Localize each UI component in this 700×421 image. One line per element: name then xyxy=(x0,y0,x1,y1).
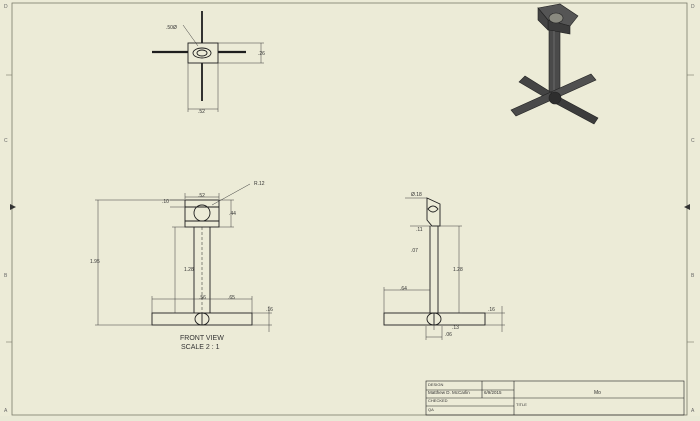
tb-designer: Matthew D. McCarlin xyxy=(428,390,470,395)
zone-left-a: A xyxy=(4,408,8,414)
side-dim-d: .06 xyxy=(445,332,452,338)
zone-right-b: B xyxy=(691,273,695,279)
zone-right-c: C xyxy=(691,138,695,144)
zone-left-d: D xyxy=(4,4,8,10)
side-dim-c: .13 xyxy=(452,325,459,331)
side-dim-b: .07 xyxy=(411,248,418,254)
title-block-text: DESIGN Matthew D. McCarlin 6/9/2015 CHEC… xyxy=(428,382,601,412)
front-dim-radius: R.12 xyxy=(254,181,265,187)
side-dim-shaft: 1.28 xyxy=(453,267,463,273)
side-view xyxy=(383,197,505,340)
zone-left-c: C xyxy=(4,138,8,144)
top-view-dim-width: .52 xyxy=(198,109,205,115)
border-ticks xyxy=(6,74,694,343)
front-dim-hub: .56 xyxy=(199,295,206,301)
tb-title-label: TITLE xyxy=(516,402,527,407)
front-dim-shaft-length: 1.28 xyxy=(184,267,194,273)
front-dim-hole-offset: .10 xyxy=(162,199,169,205)
center-mark-right xyxy=(684,204,690,210)
top-view xyxy=(152,11,264,112)
zone-right-a: A xyxy=(691,408,695,414)
top-view-dim-bore: .50Ø xyxy=(166,25,177,31)
front-dim-top-width: .52 xyxy=(198,193,205,199)
side-dim-blade: .16 xyxy=(488,307,495,313)
tb-title-value: Mo xyxy=(594,390,601,396)
center-mark-left xyxy=(10,204,16,210)
title-block xyxy=(425,380,685,416)
tb-qa-label: QA xyxy=(428,407,434,412)
front-dim-overall-height: 1.95 xyxy=(90,259,100,265)
side-dim-dia: Ø.18 xyxy=(411,192,422,198)
front-dim-arm: .65 xyxy=(228,295,235,301)
isometric-view xyxy=(510,3,599,125)
zone-left-b: B xyxy=(4,273,8,279)
side-dim-arm: .64 xyxy=(400,286,407,292)
top-view-dim-height: .26 xyxy=(258,51,265,57)
tb-date: 6/9/2015 xyxy=(484,390,502,395)
side-dim-a: .11 xyxy=(416,227,423,233)
tb-design-label: DESIGN xyxy=(428,382,443,387)
front-dim-block-height: .44 xyxy=(229,211,236,217)
zone-right-d: D xyxy=(691,4,695,10)
front-dim-blade: .16 xyxy=(266,307,273,313)
tb-checked-label: CHECKED xyxy=(428,398,448,403)
front-view xyxy=(95,183,272,332)
front-view-label: FRONT VIEW xyxy=(180,335,224,342)
front-view-scale: SCALE 2 : 1 xyxy=(181,344,220,351)
